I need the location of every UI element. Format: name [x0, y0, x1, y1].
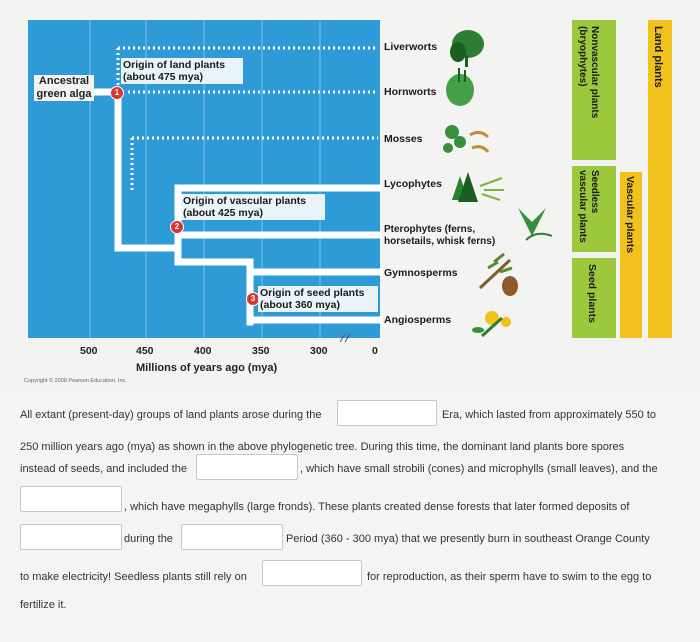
- origin-badge-2: 2: [170, 220, 184, 234]
- vascular-plants-label: Vascular plants: [624, 176, 636, 254]
- group-lycophytes: Lycophytes: [384, 178, 442, 190]
- text-line-6a: to make electricity! Seedless plants sti…: [20, 571, 247, 583]
- text-line-7: fertilize it.: [20, 599, 67, 611]
- origin-label-vascular: Origin of vascular plants (about 425 mya…: [181, 194, 325, 220]
- group-gymnosperms: Gymnosperms: [384, 267, 458, 279]
- origin-label-seed: Origin of seed plants (about 360 mya): [258, 286, 378, 312]
- text-line-4: , which have megaphylls (large fronds). …: [124, 501, 630, 513]
- copyright: Copyright © 2008 Pearson Education, Inc.: [24, 378, 127, 384]
- blank-coal[interactable]: [20, 524, 122, 550]
- blank-pterophytes[interactable]: [20, 486, 122, 512]
- seed-plants-label: Seed plants: [586, 264, 598, 323]
- land-plants-label: Land plants: [652, 26, 664, 88]
- blank-water[interactable]: [262, 560, 362, 586]
- axis-tick-400: 400: [194, 345, 212, 357]
- land-plants-bar: [648, 20, 672, 338]
- nonvascular-bar: [572, 20, 616, 160]
- axis-tick-300: 300: [310, 345, 328, 357]
- plant-illustrations: [443, 30, 553, 338]
- group-angiosperms: Angiosperms: [384, 314, 452, 326]
- ancestor-label: Ancestral green alga: [34, 75, 94, 101]
- axis-tick-350: 350: [252, 345, 270, 357]
- blank-period[interactable]: [181, 524, 283, 550]
- seedless-vascular-bar: [572, 166, 616, 252]
- group-hornworts: Hornworts: [384, 86, 437, 98]
- text-line-3a: instead of seeds, and included the: [20, 463, 187, 475]
- vascular-plants-bar: [620, 172, 642, 338]
- axis-tick-0: 0: [372, 345, 378, 357]
- text-line-5b: Period (360 - 300 mya) that we presently…: [286, 533, 650, 545]
- group-mosses: Mosses: [384, 133, 423, 145]
- text-line-1b: Era, which lasted from approximately 550…: [442, 409, 656, 421]
- axis-title: Millions of years ago (mya): [136, 362, 278, 374]
- text-line-1a: All extant (present-day) groups of land …: [20, 409, 322, 421]
- nonvascular-label: Nonvascular plants (bryophytes): [577, 26, 600, 119]
- text-line-6b: for reproduction, as their sperm have to…: [367, 571, 652, 583]
- group-pterophytes: Pterophytes (ferns, horsetails, whisk fe…: [384, 224, 496, 247]
- phylogenetic-figure: Ancestral green alga 1 Origin of land pl…: [24, 20, 672, 384]
- group-liverworts: Liverworts: [384, 41, 438, 53]
- axis-tick-450: 450: [136, 345, 154, 357]
- text-line-3b: , which have small strobili (cones) and …: [300, 463, 658, 475]
- origin-badge-1: 1: [110, 86, 124, 100]
- axis-tick-500: 500: [80, 345, 98, 357]
- origin-label-land: Origin of land plants (about 475 mya): [121, 58, 243, 84]
- text-line-2: 250 million years ago (mya) as shown in …: [20, 441, 625, 453]
- blank-era[interactable]: [337, 400, 437, 426]
- seedless-vascular-label: Seedless vascular plants: [577, 170, 600, 243]
- seed-plants-bar: [572, 258, 616, 338]
- blank-lycophytes[interactable]: [196, 454, 298, 480]
- text-line-5a: during the: [124, 533, 173, 545]
